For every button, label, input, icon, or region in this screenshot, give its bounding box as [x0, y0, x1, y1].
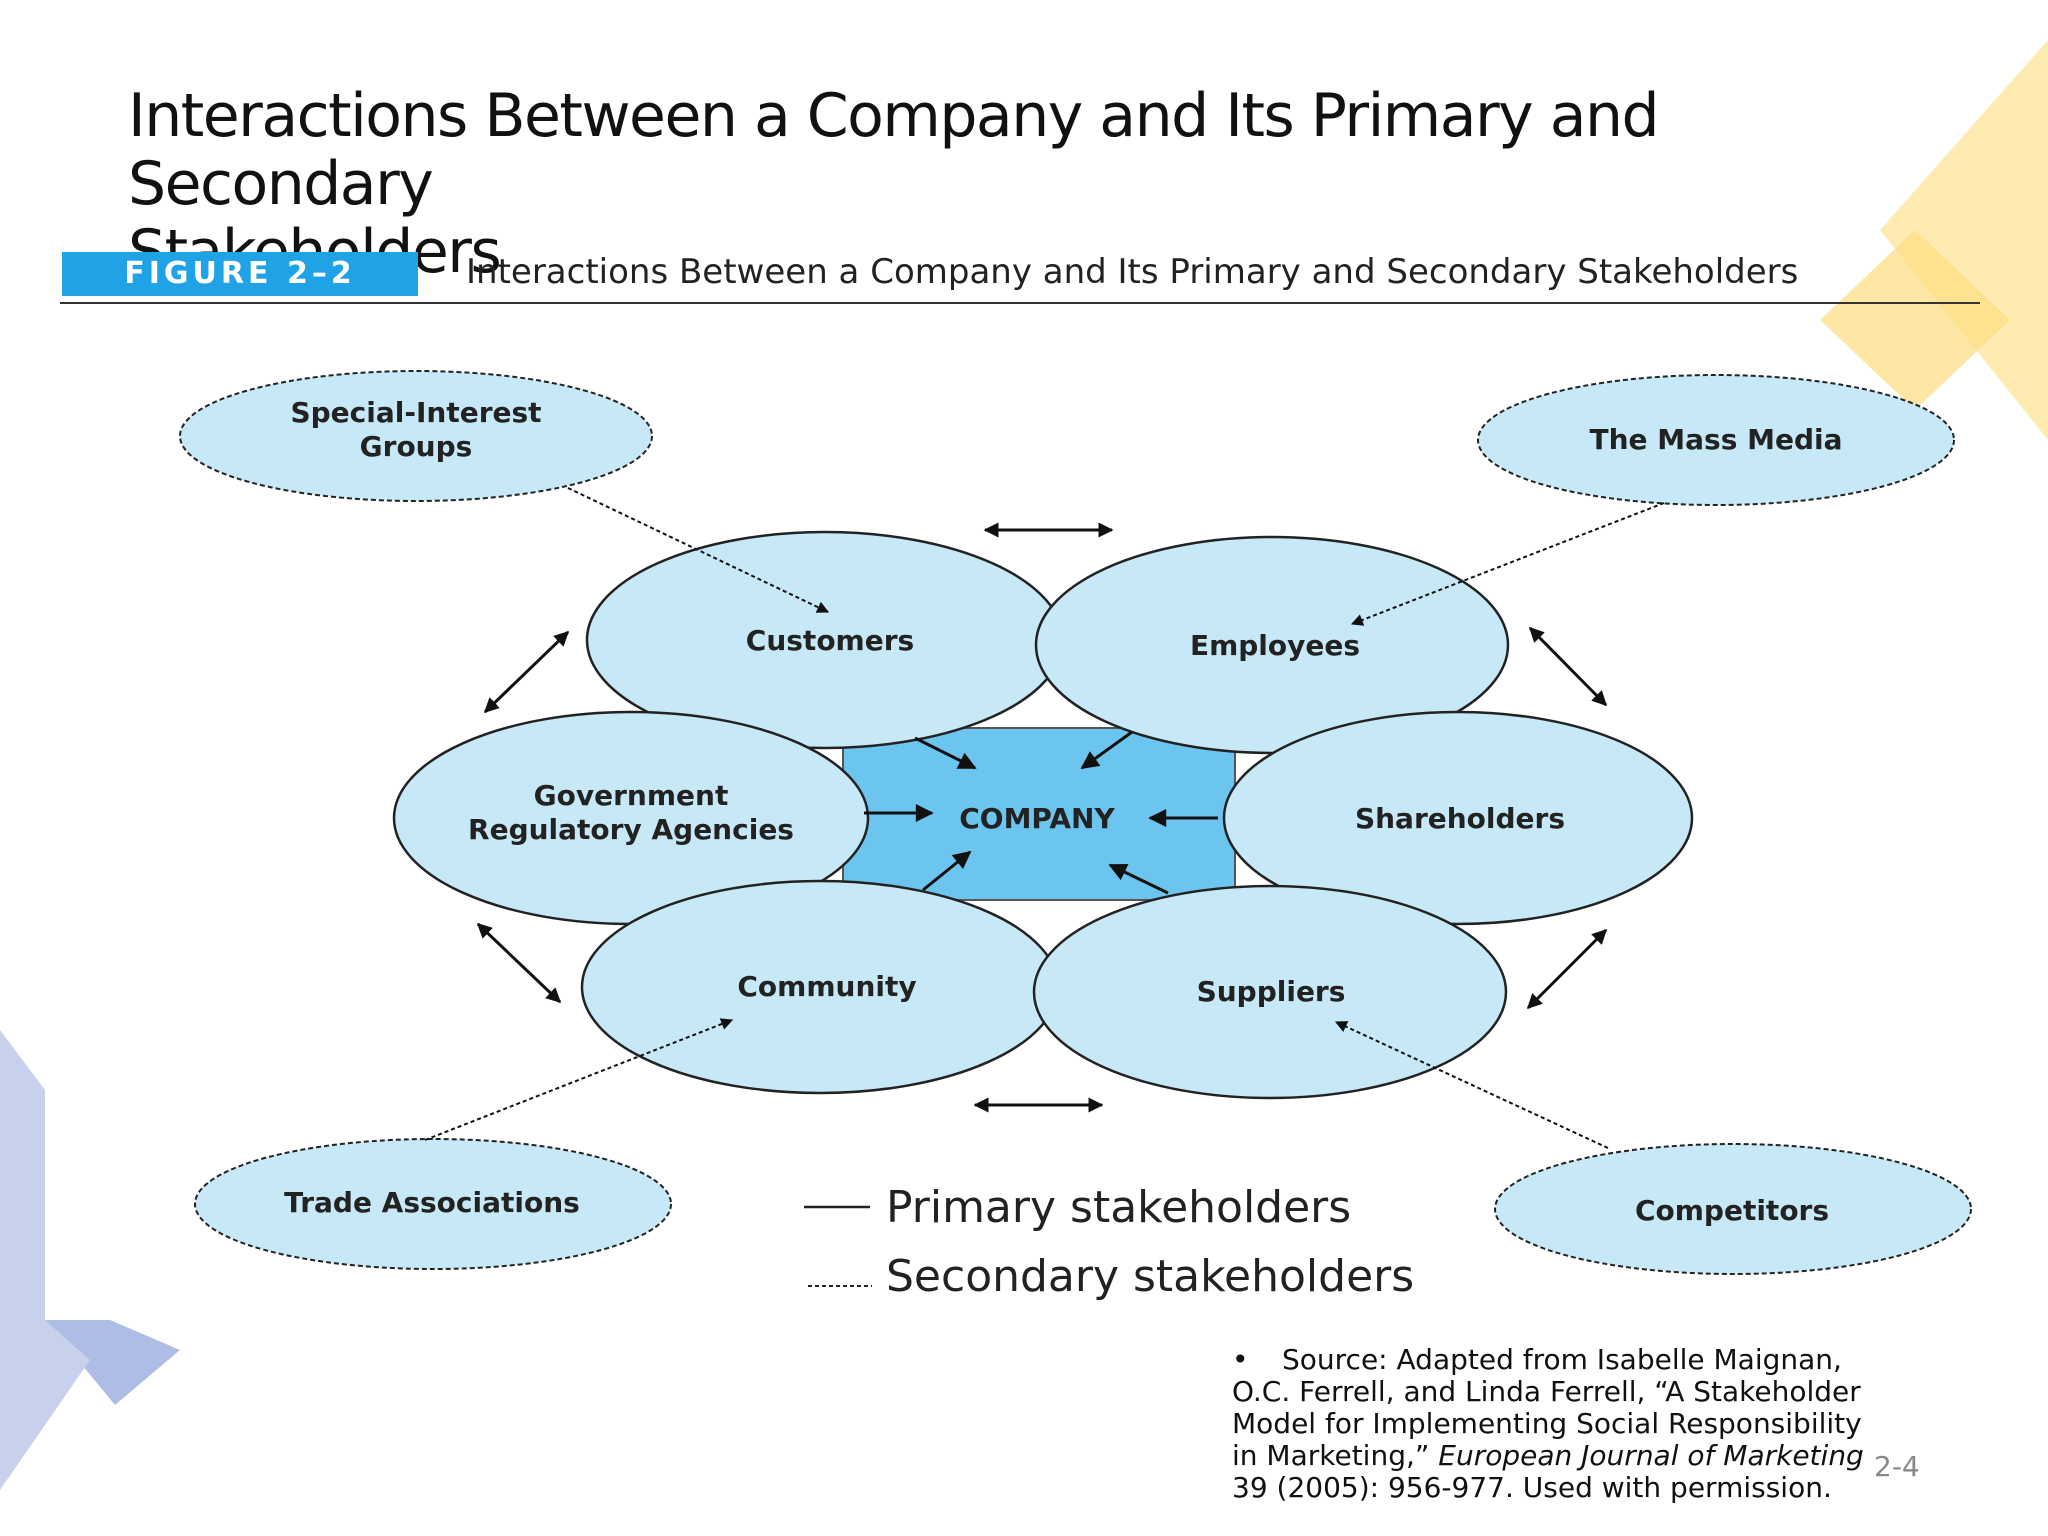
government-community-arrow — [476, 922, 562, 1004]
customers-to-company-arrow — [914, 736, 977, 770]
employees-shareholders-arrow — [1528, 626, 1608, 707]
slide-number: 2-4 — [1874, 1450, 1920, 1483]
legend-primary-text: Primary stakeholders — [886, 1182, 1351, 1233]
trade-associations-node — [194, 1138, 672, 1270]
suppliers-to-company-arrow — [1108, 863, 1169, 895]
government-label-line2: Regulatory Agencies — [468, 813, 794, 846]
special-interest-label-line2: Groups — [360, 430, 473, 463]
employees-to-company-arrow — [1080, 730, 1133, 770]
government-label-line1: Government — [534, 779, 729, 812]
employees-label: Employees — [1190, 629, 1360, 662]
special-interest-node — [179, 370, 653, 502]
blue-diamond-shape — [45, 1320, 180, 1405]
special-interest-label-line1: Special-Interest — [290, 396, 541, 429]
mass-media-node — [1477, 374, 1955, 506]
blue-triangle-shape — [0, 1320, 90, 1490]
suppliers-node — [1032, 884, 1508, 1100]
figure-divider — [60, 302, 1980, 304]
mass-media-label: The Mass Media — [1590, 423, 1843, 456]
figure-caption: Interactions Between a Company and Its P… — [466, 252, 1799, 292]
trade-associations-to-community-arrow — [424, 1018, 734, 1141]
blue-corner-shape — [0, 1030, 45, 1420]
competitors-to-suppliers-arrow — [1334, 1021, 1609, 1149]
source-suffix: 39 (2005): 956-977. Used with permission… — [1232, 1471, 1832, 1504]
company-label: COMPANY — [959, 802, 1115, 835]
shareholders-suppliers-arrow — [1526, 928, 1608, 1010]
customers-label: Customers — [746, 624, 914, 657]
legend-secondary-text: Secondary stakeholders — [886, 1251, 1414, 1302]
competitors-label: Competitors — [1635, 1194, 1829, 1227]
yellow-corner-shape — [1880, 40, 2048, 440]
community-to-company-arrow — [922, 850, 972, 892]
community-label: Community — [737, 970, 916, 1003]
yellow-diamond-shape — [1820, 230, 2010, 410]
source-prefix: Source: Adapted from Isabelle Maignan, O… — [1232, 1343, 1862, 1472]
customers-government-arrow — [483, 630, 570, 714]
trade-associations-label: Trade Associations — [284, 1186, 580, 1219]
shareholders-node — [1222, 710, 1694, 926]
shareholders-label: Shareholders — [1355, 802, 1565, 835]
source-journal: European Journal of Marketing — [1438, 1439, 1864, 1472]
special-interest-to-customers-arrow — [567, 487, 830, 613]
bullet-icon: • — [1232, 1343, 1249, 1376]
slide-title-line1: Interactions Between a Company and Its P… — [128, 81, 1660, 219]
suppliers-label: Suppliers — [1197, 975, 1346, 1008]
competitors-node — [1494, 1143, 1972, 1275]
source-note: •Source: Adapted from Isabelle Maignan, … — [1232, 1344, 1872, 1504]
figure-label: FIGURE 2–2 — [62, 252, 418, 296]
